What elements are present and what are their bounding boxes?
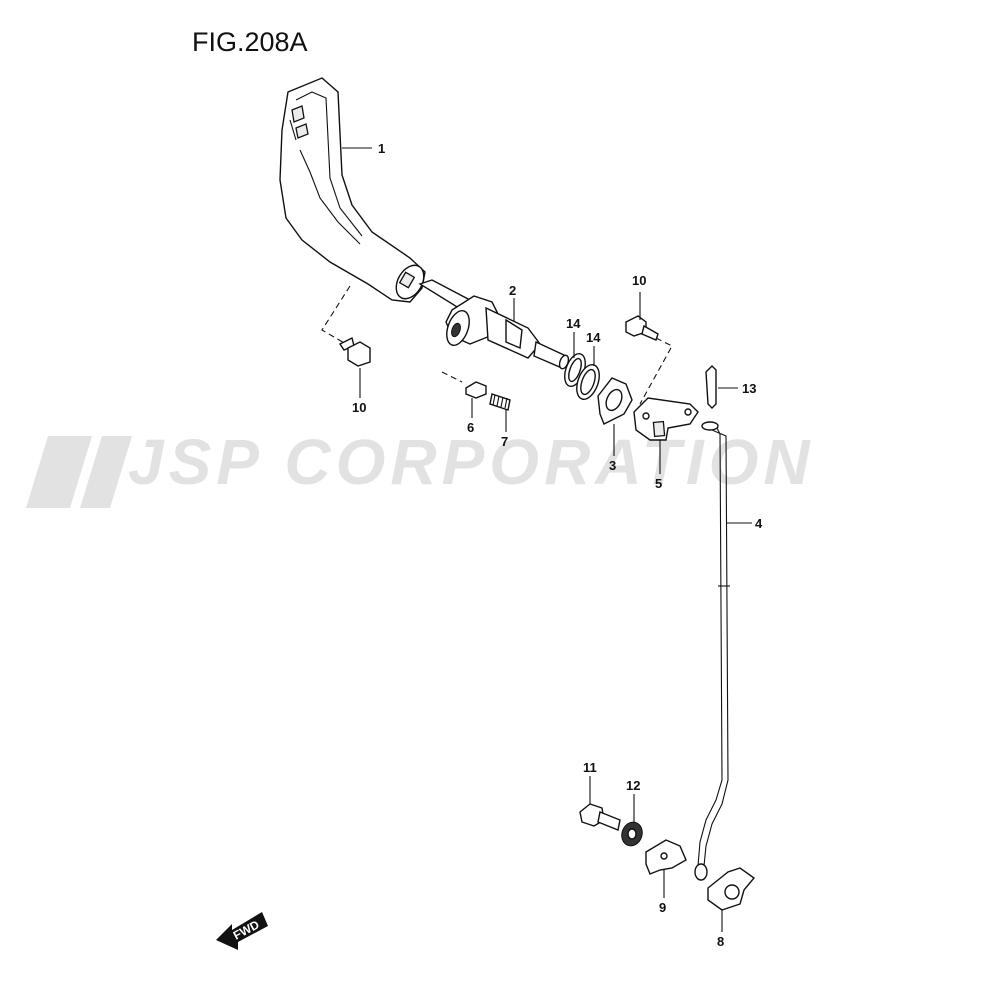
callout-3: 3 (609, 458, 616, 473)
part-9-clip (645, 839, 687, 875)
part-14-o-rings (564, 353, 600, 400)
callout-2: 2 (509, 283, 516, 298)
callout-11: 11 (583, 760, 597, 775)
part-10-bolt-upper (625, 315, 659, 341)
part-13-cotter-pin (705, 365, 717, 409)
fwd-arrow: FWD (216, 912, 268, 950)
callout-10-lower: 10 (352, 400, 366, 415)
part-6-pin (465, 381, 487, 399)
callout-10-upper: 10 (632, 273, 646, 288)
callout-1: 1 (378, 141, 385, 156)
leader-lines (342, 147, 752, 932)
watermark: JSP CORPORATION (26, 426, 815, 508)
part-7-spring (489, 393, 511, 411)
callout-7: 7 (501, 434, 508, 449)
part-8-retainer (707, 867, 756, 911)
callout-8: 8 (717, 934, 724, 949)
part-1-handle (279, 77, 426, 303)
callout-4: 4 (755, 516, 763, 531)
callout-9: 9 (659, 900, 666, 915)
watermark-text: JSP CORPORATION (128, 426, 815, 498)
callout-numbers: 1 2 14 14 10 13 3 5 10 6 7 4 11 12 9 8 (352, 141, 763, 949)
callout-14-right: 14 (586, 330, 601, 345)
watermark-logo (26, 436, 132, 508)
part-5-bracket (633, 397, 699, 441)
callout-12: 12 (626, 778, 640, 793)
part-12-washer (621, 821, 643, 847)
part-2-shaft (418, 279, 570, 370)
assembly-lines (321, 285, 673, 405)
callout-5: 5 (655, 476, 662, 491)
part-4-rod (694, 421, 730, 881)
part-10-bolt-lower (338, 336, 371, 367)
callout-14-left: 14 (566, 316, 581, 331)
part-11-bolt (579, 803, 621, 831)
callout-13: 13 (742, 381, 756, 396)
part-3-washer (597, 377, 633, 425)
figure-title: FIG.208A (192, 27, 308, 57)
callout-6: 6 (467, 420, 474, 435)
